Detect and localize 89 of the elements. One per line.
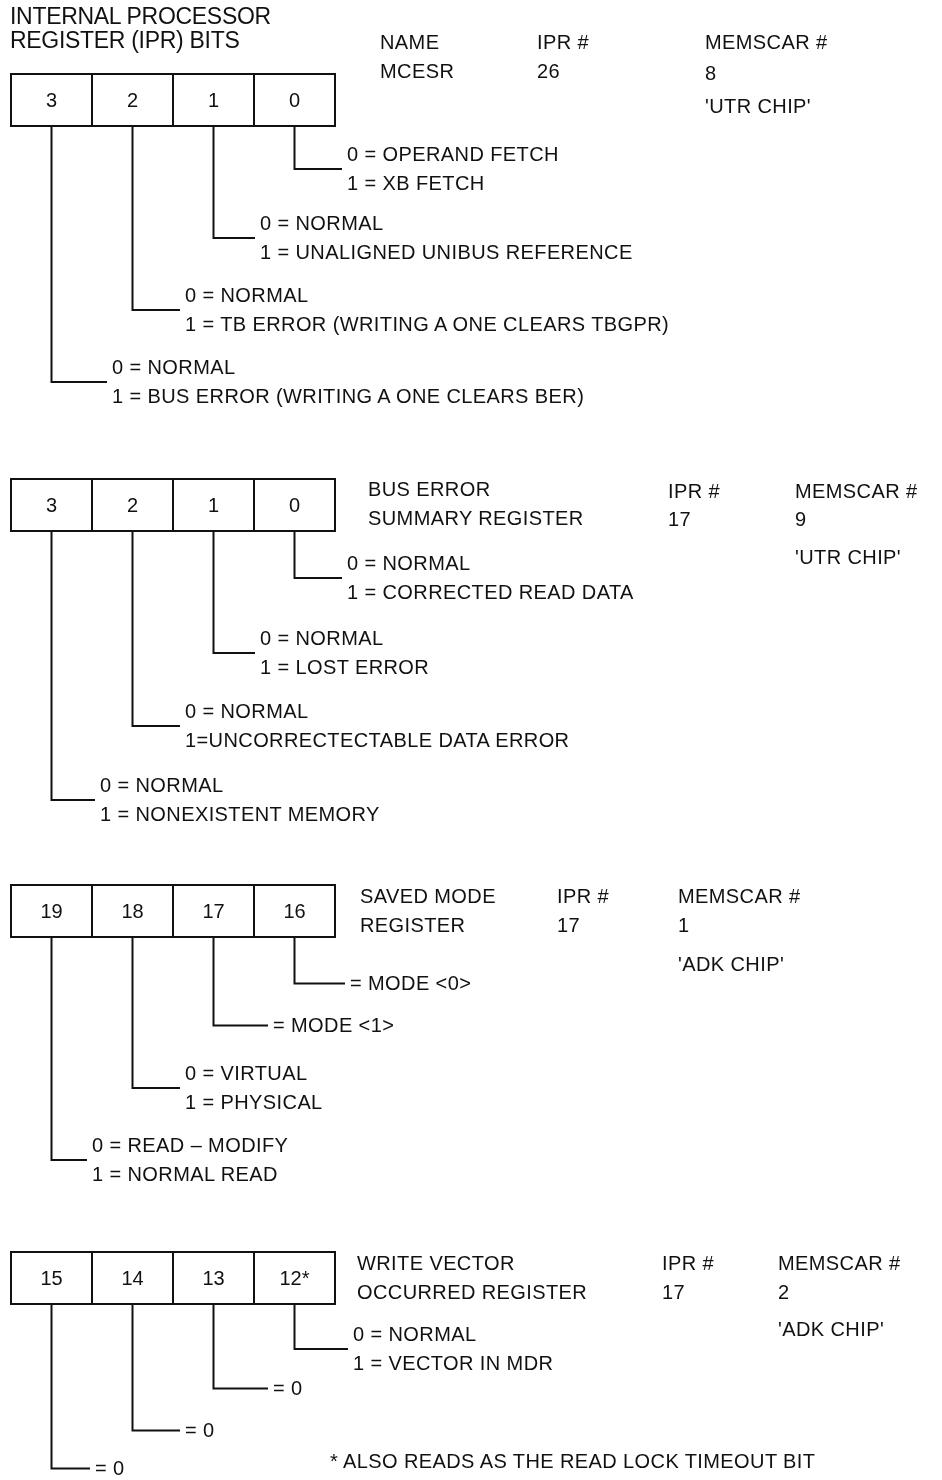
bit-description: 0 = NORMAL xyxy=(353,1322,478,1347)
leader-line xyxy=(293,126,343,170)
bit-description: 0 = NORMAL xyxy=(185,283,310,308)
bit-description: 1 = BUS ERROR (WRITING A ONE CLEARS BER) xyxy=(112,384,585,409)
leader-line xyxy=(50,937,88,1161)
bit-description: 1=UNCORRECTECTABLE DATA ERROR xyxy=(185,728,570,753)
register-label: IPR # xyxy=(662,1251,715,1276)
register-label: 17 xyxy=(668,507,692,532)
leader-line xyxy=(50,531,96,801)
bit-description: = MODE <0> xyxy=(350,971,472,996)
bit-description: 1 = UNALIGNED UNIBUS REFERENCE xyxy=(260,240,633,265)
register-label: NAME xyxy=(380,30,440,55)
register-label: MCESR xyxy=(380,59,455,84)
register-label: 8 xyxy=(705,61,717,86)
bit-description: 0 = NORMAL xyxy=(112,355,237,380)
register-label: WRITE VECTOR xyxy=(357,1251,515,1276)
leader-line xyxy=(293,531,343,579)
register-label: IPR # xyxy=(668,479,721,504)
bit-description: 0 = READ – MODIFY xyxy=(92,1133,289,1158)
leader-line xyxy=(212,1304,269,1390)
bit-description: 1 = NONEXISTENT MEMORY xyxy=(100,802,380,827)
bit-cell: 2 xyxy=(91,73,174,127)
bit-cell: 3 xyxy=(10,73,93,127)
bit-description: = 0 xyxy=(273,1376,303,1401)
leader-line xyxy=(131,531,181,727)
register-label: OCCURRED REGISTER xyxy=(357,1280,588,1305)
bit-cell: 0 xyxy=(253,478,336,532)
leader-line xyxy=(212,126,256,239)
bit-cell: 16 xyxy=(253,884,336,938)
bit-cell: 14 xyxy=(91,1251,174,1305)
register-label: 2 xyxy=(778,1280,790,1305)
bit-cell: 1 xyxy=(172,478,255,532)
leader-line xyxy=(50,1304,91,1470)
bit-description: 1 = CORRECTED READ DATA xyxy=(347,580,634,605)
register-label: 'UTR CHIP' xyxy=(795,545,902,570)
bit-description: 0 = NORMAL xyxy=(260,626,385,651)
register-label: REGISTER xyxy=(360,913,466,938)
bit-cell: 18 xyxy=(91,884,174,938)
register-label: 17 xyxy=(662,1280,686,1305)
diagram-title: INTERNAL PROCESSOR REGISTER (IPR) BITS xyxy=(10,4,272,52)
register-label: SUMMARY REGISTER xyxy=(368,506,584,531)
bit-description: 0 = OPERAND FETCH xyxy=(347,142,559,167)
register-label: SAVED MODE xyxy=(360,884,496,909)
register-label: 'ADK CHIP' xyxy=(678,952,785,977)
bit-description: 0 = NORMAL xyxy=(100,773,225,798)
register-label: * ALSO READS AS THE READ LOCK TIMEOUT BIT xyxy=(330,1449,816,1474)
leader-line xyxy=(50,126,108,383)
leader-line xyxy=(131,937,181,1089)
bit-cell: 3 xyxy=(10,478,93,532)
bit-cell: 13 xyxy=(172,1251,255,1305)
register-label: 9 xyxy=(795,507,807,532)
register-label: IPR # xyxy=(537,30,590,55)
register-label: MEMSCAR # xyxy=(778,1251,901,1276)
register-label: BUS ERROR xyxy=(368,477,491,502)
bit-description: 1 = VECTOR IN MDR xyxy=(353,1351,554,1376)
bit-description: 1 = XB FETCH xyxy=(347,171,486,196)
leader-line xyxy=(293,1304,349,1350)
leader-line xyxy=(293,937,346,985)
bit-description: 0 = VIRTUAL xyxy=(185,1061,309,1086)
bit-description: 1 = PHYSICAL xyxy=(185,1090,323,1115)
bit-cell: 12* xyxy=(253,1251,336,1305)
leader-line xyxy=(212,937,269,1027)
register-label: MEMSCAR # xyxy=(795,479,918,504)
bit-cell: 15 xyxy=(10,1251,93,1305)
register-label: 26 xyxy=(537,59,561,84)
bit-description: 0 = NORMAL xyxy=(185,699,310,724)
bit-description: 1 = LOST ERROR xyxy=(260,655,430,680)
bit-description: 0 = NORMAL xyxy=(260,211,385,236)
bit-description: = 0 xyxy=(185,1418,215,1443)
bit-cell: 1 xyxy=(172,73,255,127)
register-label: 'ADK CHIP' xyxy=(778,1317,885,1342)
leader-line xyxy=(212,531,256,654)
leader-line xyxy=(131,1304,181,1432)
register-label: 17 xyxy=(557,913,581,938)
register-label: IPR # xyxy=(557,884,610,909)
leader-line xyxy=(131,126,181,311)
bit-description: 1 = NORMAL READ xyxy=(92,1162,279,1187)
bit-cell: 17 xyxy=(172,884,255,938)
bit-cell: 2 xyxy=(91,478,174,532)
bit-description: = MODE <1> xyxy=(273,1013,395,1038)
register-label: MEMSCAR # xyxy=(705,30,828,55)
bit-description: 1 = TB ERROR (WRITING A ONE CLEARS TBGPR) xyxy=(185,312,670,337)
register-label: 'UTR CHIP' xyxy=(705,94,812,119)
bit-description: 0 = NORMAL xyxy=(347,551,472,576)
bit-cell: 0 xyxy=(253,73,336,127)
bit-cell: 19 xyxy=(10,884,93,938)
bit-description: = 0 xyxy=(95,1456,125,1480)
register-label: 1 xyxy=(678,913,690,938)
register-label: MEMSCAR # xyxy=(678,884,801,909)
